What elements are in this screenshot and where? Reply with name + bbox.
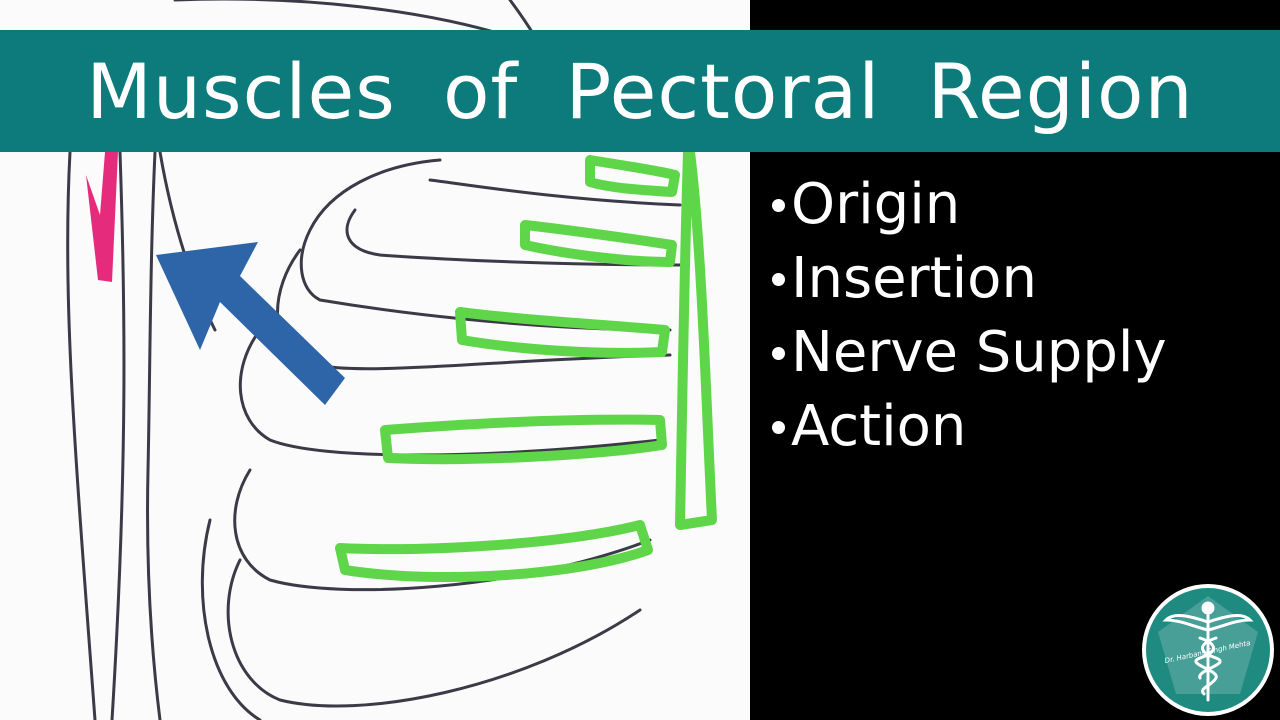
page-title: Muscles of Pectoral Region <box>86 46 1194 136</box>
costal-cartilage-highlights <box>335 147 717 583</box>
topic-list: Origin Insertion Nerve Supply Action <box>768 168 1167 464</box>
topic-label: Action <box>791 394 967 459</box>
topic-label: Origin <box>791 172 961 237</box>
bullet-icon <box>772 198 785 212</box>
topic-label: Nerve Supply <box>791 320 1167 385</box>
pointer-arrow <box>156 242 345 405</box>
caduceus-icon <box>1162 601 1254 702</box>
bullet-icon <box>772 272 785 286</box>
bullet-icon <box>772 420 785 434</box>
topic-label: Insertion <box>791 246 1037 311</box>
topic-item-action: Action <box>768 390 1167 464</box>
title-banner: Muscles of Pectoral Region <box>0 30 1280 152</box>
rib-outlines <box>200 158 682 720</box>
rib-cage-sketch <box>66 0 717 720</box>
topic-item-insertion: Insertion <box>768 242 1167 316</box>
pink-muscle-highlight <box>86 152 118 282</box>
bullet-icon <box>772 346 785 360</box>
topic-item-origin: Origin <box>768 168 1167 242</box>
channel-logo: Dr. Harbans Singh Mehta <box>1140 582 1276 718</box>
topic-item-nerve-supply: Nerve Supply <box>768 316 1167 390</box>
